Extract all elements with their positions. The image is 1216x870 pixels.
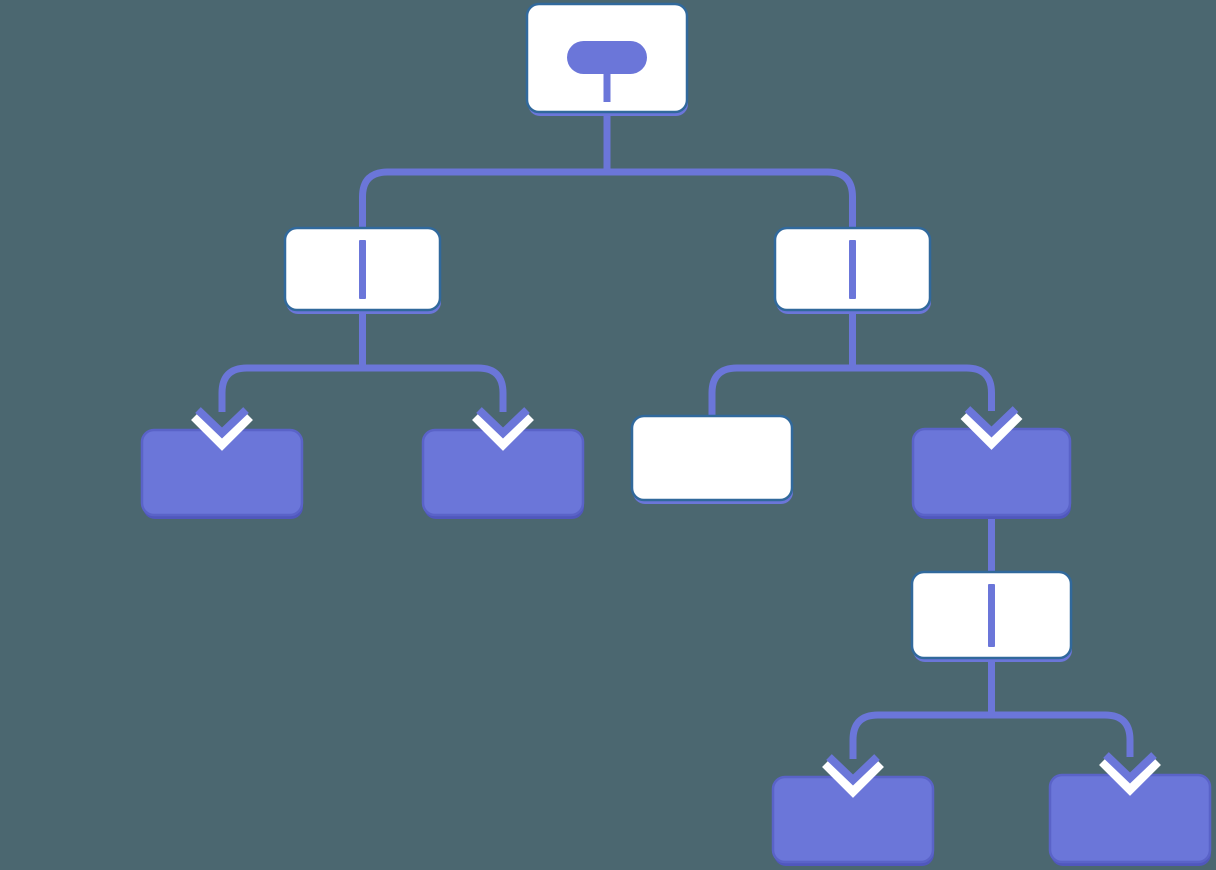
chevron-purple-stroke (964, 406, 1019, 438)
chevron-white-casing (822, 757, 884, 798)
chevron-down-icon (822, 754, 884, 798)
blank-option-node (630, 414, 794, 502)
edge-right-split-rail (708, 364, 995, 419)
node-root (525, 2, 689, 116)
pill-stem-icon (603, 72, 611, 102)
node-outcome-4 (771, 775, 935, 866)
chevron-purple-stroke (195, 407, 249, 439)
chevron-white-casing (191, 410, 253, 451)
node-outcome-2 (421, 428, 585, 519)
edge-bottom-split-rail (849, 711, 1134, 759)
edge-left-split-rail (218, 364, 507, 412)
pill-icon (567, 41, 647, 74)
chevron-down-icon (472, 407, 534, 451)
nodes (140, 2, 1212, 866)
arrowheads (191, 406, 1161, 798)
node-outcome-3 (911, 427, 1072, 519)
chevron-purple-stroke (476, 407, 530, 439)
node-outcome-1 (140, 428, 304, 519)
vertical-bar-icon (849, 240, 856, 299)
chevron-white-casing (472, 410, 534, 451)
node-option-blank (630, 414, 794, 504)
chevron-down-icon (960, 406, 1023, 450)
connector-lines (218, 110, 1134, 759)
node-outcome-5 (1048, 773, 1212, 866)
chevron-white-casing (1099, 755, 1161, 796)
edge-root-split-rail (359, 168, 856, 231)
chevron-purple-stroke (1103, 752, 1157, 784)
vertical-bar-icon (359, 240, 366, 299)
node-decision-bottom (910, 570, 1073, 662)
vertical-bar-icon (988, 584, 995, 647)
node-decision-left (283, 226, 442, 314)
chevron-white-casing (960, 409, 1023, 450)
chevron-purple-stroke (826, 754, 880, 786)
chevron-down-icon (191, 407, 253, 451)
node-decision-right (773, 226, 932, 314)
chevron-down-icon (1099, 752, 1161, 796)
